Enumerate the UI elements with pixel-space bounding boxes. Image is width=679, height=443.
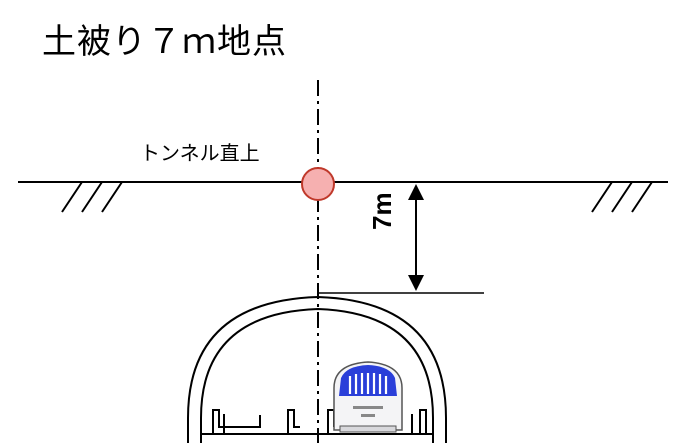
tunnel-lining-inner [200,307,434,443]
ground-hatch-right [591,181,653,213]
track-structure [212,409,427,434]
diagram-title: 土被り７ｍ地点 [42,22,287,62]
depth-dimension-arrow [408,184,424,291]
tunnel-lining-outer [187,295,447,443]
ground-hatch-left [61,181,123,213]
train-front-icon [333,361,403,433]
measurement-point-marker [301,167,335,201]
tunnel-top-label: トンネル直上 [140,141,260,165]
